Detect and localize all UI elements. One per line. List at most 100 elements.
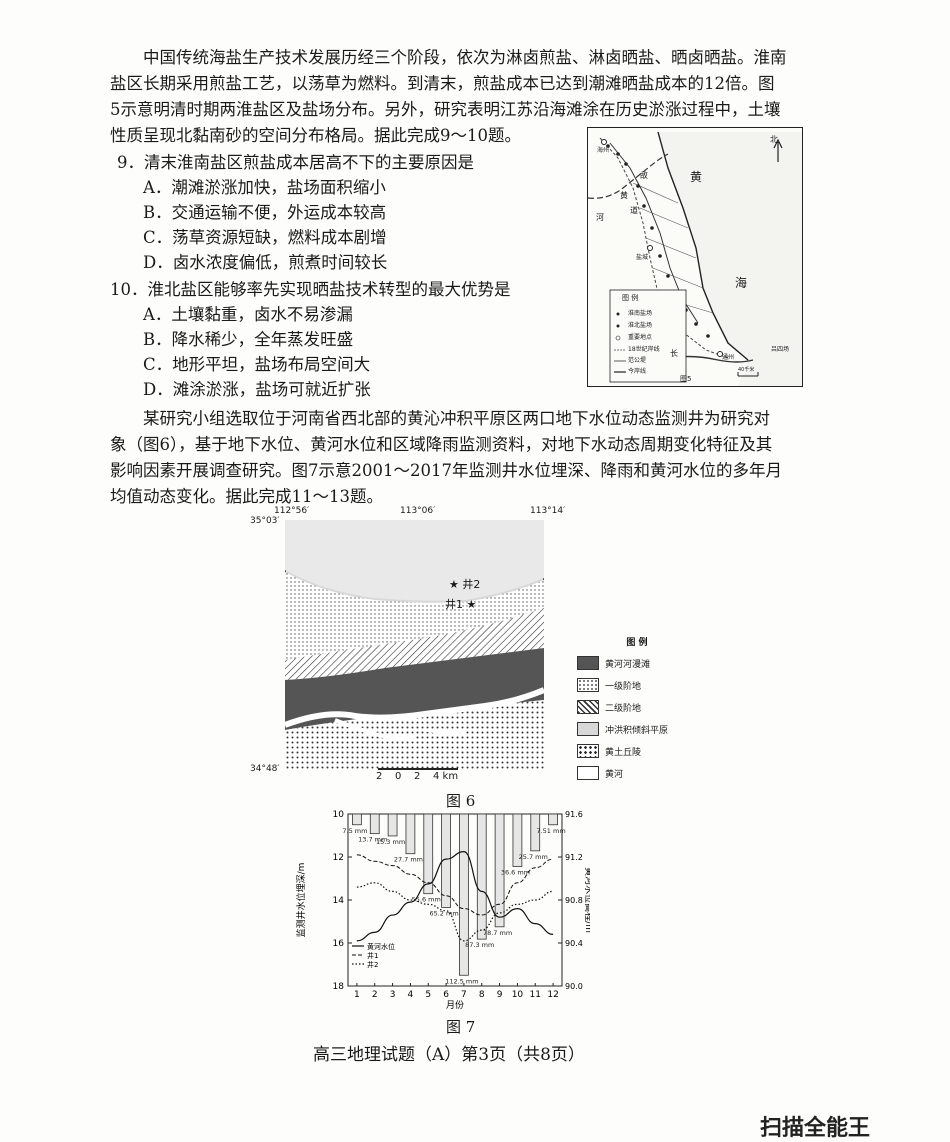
figure-6-scale-3: 2 bbox=[414, 771, 421, 782]
precipitation-label: 65.2 mm bbox=[429, 909, 458, 917]
passage2-line-1: 某研究小组选取位于河南省西北部的黄沁冲积平原区两口地下水位动态监测井为研究对 bbox=[143, 409, 770, 428]
right-axis-label: 黄河水位高程/m bbox=[583, 867, 590, 933]
precipitation-bar bbox=[369, 813, 380, 835]
figure-5-legend-1: 淮南盐场 bbox=[628, 310, 653, 317]
figure-6-lon-tick-2: 113°06′ bbox=[400, 506, 436, 516]
figure-6-legend-row: 二级阶地 bbox=[577, 696, 697, 718]
x-axis-tick-label: 8 bbox=[479, 990, 485, 1000]
figure-5-river-label-1: 故 bbox=[640, 171, 648, 180]
precipitation-label: 7.51 mm bbox=[536, 827, 565, 835]
precipitation-bar bbox=[387, 813, 398, 837]
right-axis-tick-label: 90.8 bbox=[565, 896, 583, 905]
left-axis-tick-label: 10 bbox=[333, 810, 345, 820]
figure-7-caption: 图 7 bbox=[446, 1018, 476, 1036]
figure-5-north-label: 北 bbox=[770, 135, 778, 144]
legend-label-3: 井2 bbox=[367, 960, 378, 969]
question-10-option-d: D．滩涂淤涨，盐场可就近扩张 bbox=[143, 380, 371, 399]
figure-5-map bbox=[587, 127, 803, 387]
passage2-line-2: 象（图6），基于地下水位、黄河水位和区域降雨监测资料，对地下水动态周期变化特征及… bbox=[110, 435, 773, 454]
figure-5-place-lvsi: 吕四场 bbox=[771, 346, 790, 353]
figure-5-legend-5: 范公堤 bbox=[628, 357, 647, 364]
figure-5-sea-label-2: 海 bbox=[735, 276, 748, 290]
x-axis-label: 月份 bbox=[446, 999, 464, 1011]
precipitation-bar bbox=[423, 813, 434, 895]
legend-swatch bbox=[577, 700, 599, 714]
series-line-3 bbox=[356, 882, 554, 942]
series-line-1 bbox=[356, 851, 554, 942]
precipitation-label: 112.5 mm bbox=[445, 977, 478, 985]
question-9-option-a: A．潮滩淤涨加快，盐场面积缩小 bbox=[143, 178, 386, 197]
question-9-option-d: D．卤水浓度偏低，煎煮时间较长 bbox=[143, 253, 388, 272]
left-axis-label: 监测井水位埋深/m bbox=[295, 863, 307, 938]
figure-6-scale-1: 2 bbox=[376, 771, 383, 782]
x-axis-tick-label: 5 bbox=[425, 990, 431, 1000]
precipitation-label: 87.3 mm bbox=[465, 941, 494, 949]
figure-6-legend-title: 图 例 bbox=[626, 637, 648, 648]
figure-6-legend-row: 黄河河漫滩 bbox=[577, 652, 697, 674]
x-axis-tick-label: 9 bbox=[497, 990, 503, 1000]
x-axis-tick-label: 1 bbox=[354, 990, 360, 1000]
legend-label: 黄土丘陵 bbox=[605, 747, 642, 758]
figure-5-river-label-3: 道 bbox=[630, 206, 638, 215]
figure-5-yangtze-label: 长 bbox=[670, 349, 678, 358]
figure-5-place-yancheng: 盐城 bbox=[636, 254, 649, 261]
figure-5-legend-3: 重要地点 bbox=[628, 334, 653, 341]
figure-5-sea-label-1: 黄 bbox=[690, 170, 703, 184]
x-axis-tick-label: 2 bbox=[372, 990, 378, 1000]
left-axis-tick-label: 18 bbox=[333, 982, 345, 992]
series-line-2 bbox=[356, 854, 554, 916]
figure-6-scale-2: 0 bbox=[395, 771, 402, 782]
figure-5-river-label-2: 黄 bbox=[620, 191, 628, 200]
precipitation-bar bbox=[352, 813, 362, 826]
precipitation-label: 15.3 mm bbox=[376, 838, 405, 846]
legend-label: 二级阶地 bbox=[605, 703, 642, 714]
question-10-option-c: C．地形平坦，盐场布局空间大 bbox=[143, 355, 371, 374]
legend-swatch bbox=[577, 766, 599, 780]
passage1-line-2: 盐区长期采用煎盐工艺，以荡草为燃料。到清末，煎盐成本已达到潮滩晒盐成本的12倍。… bbox=[110, 74, 775, 93]
question-9-option-c: C．荡草资源短缺，燃料成本剧增 bbox=[143, 228, 387, 247]
precipitation-label: 36.6 mm bbox=[501, 868, 530, 876]
figure-6-map bbox=[283, 519, 546, 771]
figure-6-legend-row: 黄土丘陵 bbox=[577, 740, 697, 762]
figure-5-river-label-4: 河 bbox=[596, 213, 604, 222]
right-axis-tick-label: 91.2 bbox=[565, 853, 583, 862]
figure-6-lat-tick-1: 35°03′ bbox=[250, 516, 280, 526]
legend-label: 冲洪积倾斜平原 bbox=[605, 725, 669, 736]
precipitation-bar bbox=[548, 813, 558, 826]
figure-6-lon-tick-1: 112°56′ bbox=[274, 506, 310, 516]
figure-6-legend-row: 黄河 bbox=[577, 762, 697, 784]
precipitation-bar bbox=[494, 813, 505, 928]
figure-5-place-tongzhou: 通州 bbox=[722, 354, 735, 361]
passage1-line-3: 5示意明清时期两淮盐区及盐场分布。另外，研究表明江苏沿海滩涂在历史淤涨过程中，土… bbox=[110, 100, 781, 119]
figure-5-scale: 40千米 bbox=[738, 367, 755, 373]
left-axis-tick-label: 16 bbox=[333, 939, 345, 949]
passage2-line-3: 影响因素开展调查研究。图7示意2001～2017年监测井水位埋深、降雨和黄河水位… bbox=[110, 461, 782, 480]
figure-5-legend-4: 18世纪岸线 bbox=[628, 346, 660, 353]
legend-label: 黄河河漫滩 bbox=[605, 659, 651, 670]
x-axis-tick-label: 11 bbox=[530, 990, 541, 1000]
x-axis-tick-label: 4 bbox=[408, 990, 414, 1000]
precipitation-label: 27.7 mm bbox=[394, 856, 423, 864]
precipitation-label: 55.6 mm bbox=[412, 896, 441, 904]
x-axis-tick-label: 12 bbox=[547, 990, 558, 1000]
passage2-line-4: 均值动态变化。据此完成11～13题。 bbox=[110, 487, 383, 506]
question-10-option-b: B．降水稀少，全年蒸发旺盛 bbox=[143, 330, 354, 349]
passage1-line-1: 中国传统海盐生产技术发展历经三个阶段，依次为淋卤煎盐、淋卤晒盐、晒卤晒盐。淮南 bbox=[143, 48, 787, 67]
legend-label: 一级阶地 bbox=[605, 681, 642, 692]
legend-swatch bbox=[577, 656, 599, 670]
page-footer: 高三地理试题（A）第3页（共8页） bbox=[313, 1045, 585, 1065]
question-9-stem: 9．清末淮南盐区煎盐成本居高不下的主要原因是 bbox=[117, 153, 474, 172]
well-2-marker: ★ 井2 bbox=[449, 578, 481, 591]
figure-5-legend-6: 今岸线 bbox=[628, 368, 647, 375]
question-9-option-b: B．交通运输不便，外运成本较高 bbox=[143, 203, 387, 222]
figure-6-lat-tick-2: 34°48′ bbox=[250, 764, 280, 774]
precipitation-bar bbox=[512, 813, 523, 867]
figure-6-scale-4: 4 km bbox=[433, 771, 459, 782]
precipitation-label: 78.7 mm bbox=[483, 929, 512, 937]
legend-label-2: 井1 bbox=[367, 951, 378, 960]
left-axis-tick-label: 14 bbox=[333, 896, 345, 906]
precipitation-label: 25.7 mm bbox=[519, 853, 548, 861]
right-axis-tick-label: 90.4 bbox=[565, 939, 583, 948]
scanner-watermark: 扫描全能王 bbox=[760, 1116, 871, 1141]
